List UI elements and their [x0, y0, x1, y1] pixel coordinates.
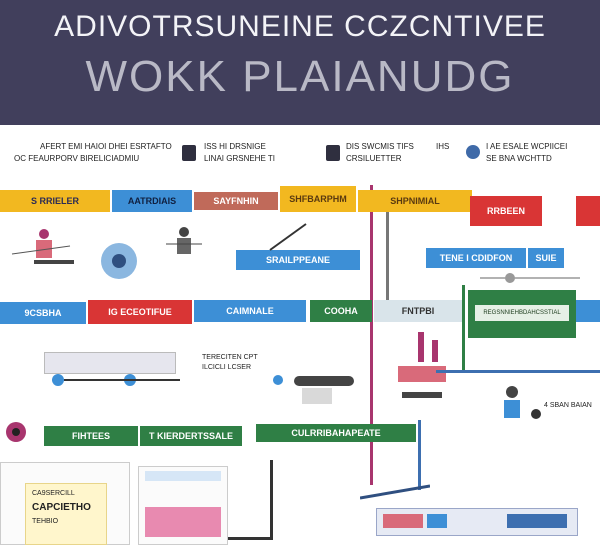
desk-illustration — [359, 478, 431, 502]
gear-icon — [94, 236, 144, 286]
clipboard-icon — [326, 145, 340, 161]
note-sheet: CA9SERCILL CAPCIETHO TEHBIO — [25, 483, 107, 545]
row3-card-label: REGSNNIEHBDAHCSSTIAL — [475, 305, 569, 321]
card-image-block — [145, 507, 221, 537]
header-col4-line1: I AE ESALE WCPIICEI — [486, 142, 568, 151]
header-col1-line2: OC FEAURPORV BIRELICIADMIU — [14, 154, 140, 163]
row1-bar-5: SHPNIMIAL — [358, 190, 472, 212]
row3-bar-1: 9CSBHA — [0, 302, 86, 324]
timeline-icons — [50, 372, 180, 388]
row3-card: REGSNNIEHBDAHCSSTIAL — [468, 290, 576, 338]
card-header-strip — [145, 471, 221, 481]
bottom-card-2 — [138, 466, 228, 545]
header-col4-mark: IHS — [436, 142, 450, 151]
tool-row-illustration — [480, 268, 580, 288]
bottom-strip — [376, 508, 578, 536]
bottom-card-1-line3: TEHBIO — [32, 518, 59, 525]
header-col1-line1: AFERT EMI HAIOI DHEI ESRTAFTO — [40, 142, 172, 151]
equipment-illustration — [392, 332, 452, 408]
connector-horizontal-dark — [226, 537, 272, 540]
row3-bar-2: IG ECEOTIFUE — [88, 300, 192, 324]
title-line-1: ADIVOTRSUNEINE CCZCNTIVEE — [54, 10, 546, 43]
row3-bar-4: COOHA — [310, 300, 372, 322]
worker-illustration — [492, 384, 542, 424]
row1-bar-7 — [576, 196, 600, 226]
mid-label-2: ILCICLI LCSER — [202, 364, 252, 371]
header-col3-line1: DIS SWCMIS TIFS — [346, 142, 414, 151]
connector-vertical-dark — [270, 460, 273, 540]
row2-bar-3: SUIE — [528, 248, 564, 268]
row4-bar-2: T KIERDERTSSALE — [140, 426, 242, 446]
title-banner: ADIVOTRSUNEINE CCZCNTIVEE WOKK PLAIANUDG — [0, 0, 600, 125]
bottom-card-1-line1: CA9SERCILL — [32, 490, 75, 497]
connector-vertical-blue — [418, 420, 421, 490]
robot-icon — [4, 420, 34, 446]
workstation-illustration — [272, 372, 362, 412]
row1-bar-6: RRBEEN — [470, 196, 542, 226]
row1-bar-2: AATRDIAIS — [112, 190, 192, 212]
row1-bar-1: S RRIELER — [0, 190, 110, 212]
row2-bar-2: TENE I CDIDFON — [426, 248, 526, 268]
row1-bar-3: SAYFNHIN — [194, 192, 278, 210]
header-col3-line2: CRSILUETTER — [346, 154, 402, 163]
row3-bar-6 — [576, 300, 600, 322]
bottom-card-1: CA9SERCILL CAPCIETHO TEHBIO — [0, 462, 130, 545]
team-illustration-1 — [10, 228, 100, 268]
mid-label-3: 4 SBAN BAIAN — [544, 402, 592, 409]
row4-bar-3: CULRRIBAHAPEATE — [256, 424, 416, 442]
header-col2-line2: LINAI GRSNEHE TI — [204, 154, 275, 163]
row3-bar-3: CAIMNALE — [194, 300, 306, 322]
document-icon — [182, 145, 196, 161]
row1-bar-4: SHFBARPHM — [280, 186, 356, 212]
row4-bar-1: FIHTEES — [44, 426, 138, 446]
connector-vertical-gray — [386, 200, 389, 320]
row3-bar-5: FNTPBI — [374, 300, 462, 322]
connector-vertical-green — [462, 285, 465, 370]
person-icon — [164, 226, 204, 260]
row2-bar-1: SRAILPPEANE — [236, 250, 360, 270]
pen-icon — [268, 222, 308, 252]
connector-vertical-purple — [370, 185, 373, 485]
progress-strip — [44, 352, 176, 374]
header-col4-line2: SE BNA WCHTTD — [486, 154, 552, 163]
title-line-2: WOKK PLAIANUDG — [85, 52, 515, 101]
bottom-card-1-line2: CAPCIETHO — [32, 502, 91, 513]
header-col2-line1: ISS HI DRSNIGE — [204, 142, 266, 151]
mid-label-1: TERECITEN CPT — [202, 354, 258, 361]
globe-icon — [466, 145, 480, 159]
connector-horizontal-blue — [436, 370, 600, 373]
